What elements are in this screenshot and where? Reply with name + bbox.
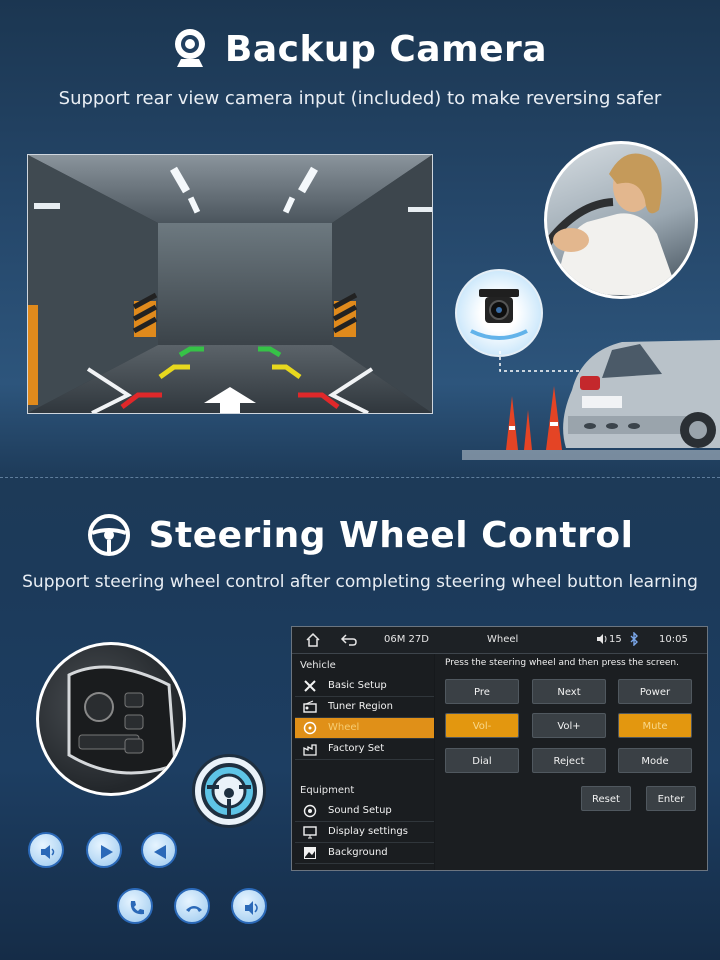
next-button[interactable]: Next: [532, 679, 606, 704]
driver-photo: [544, 141, 698, 299]
pre-button[interactable]: Pre: [445, 679, 519, 704]
steering-control-title: Steering Wheel Control: [148, 514, 634, 556]
voice-icon: [245, 901, 258, 915]
steering-control-heading: Steering Wheel Control: [0, 508, 720, 562]
bluetooth-icon: [630, 632, 638, 646]
screen-title: Wheel: [487, 634, 519, 645]
image-icon: [304, 847, 316, 859]
backup-camera-subtitle: Support rear view camera input (included…: [58, 88, 662, 109]
volume-button[interactable]: [28, 832, 64, 868]
camera-connection-line: [499, 351, 646, 372]
dial-button[interactable]: Dial: [445, 748, 519, 773]
steering-wheel-icon: [201, 763, 257, 819]
sidebar-item-basic-setup[interactable]: Basic Setup: [295, 676, 434, 697]
phone-hangup-button[interactable]: [174, 888, 210, 924]
reset-button[interactable]: Reset: [581, 786, 631, 811]
sidebar-item-factory-set[interactable]: Factory Set: [295, 739, 434, 760]
radio-icon: [303, 700, 317, 713]
head-unit-screen: 06M 27D Wheel 15 10:05 Vehicle Basic Set…: [291, 626, 708, 871]
steering-wheel-badge: [192, 754, 266, 828]
instruction-text: Press the steering wheel and then press …: [445, 658, 679, 668]
back-icon[interactable]: [340, 632, 358, 648]
steering-buttons-photo: [36, 642, 186, 796]
sidebar-item-sound-setup[interactable]: Sound Setup: [295, 801, 434, 822]
steering-control-subtitle: Support steering wheel control after com…: [22, 572, 698, 592]
previous-icon: [154, 845, 166, 859]
home-icon[interactable]: [305, 632, 321, 648]
reject-button[interactable]: Reject: [532, 748, 606, 773]
camera-icon: [174, 29, 205, 67]
sidebar-item-background[interactable]: Background: [295, 843, 434, 864]
equipment-category: Equipment: [300, 785, 355, 796]
backup-camera-device: [455, 269, 543, 357]
speaker-icon: [303, 804, 317, 818]
vol-up-button[interactable]: Vol+: [532, 713, 606, 738]
phone-answer-icon: [130, 901, 144, 915]
display-icon: [303, 826, 317, 839]
play-button[interactable]: [86, 832, 122, 868]
rear-camera-view: [27, 154, 433, 414]
section-divider: [0, 477, 720, 478]
voice-button[interactable]: [231, 888, 267, 924]
clock: 10:05: [659, 634, 688, 645]
wheel-learning-panel: Press the steering wheel and then press …: [435, 654, 707, 870]
mode-button[interactable]: Mode: [618, 748, 692, 773]
sidebar-item-display-settings[interactable]: Display settings: [295, 822, 434, 843]
settings-sidebar: Vehicle Basic Setup Tuner Region Wheel F…: [292, 654, 434, 870]
power-button[interactable]: Power: [618, 679, 692, 704]
backup-camera-heading: Backup Camera: [0, 22, 720, 76]
steering-wheel-icon: [303, 721, 317, 735]
volume-level: 15: [609, 634, 622, 645]
enter-button[interactable]: Enter: [646, 786, 696, 811]
play-icon: [101, 845, 113, 859]
sidebar-item-wheel[interactable]: Wheel: [295, 718, 434, 739]
backup-camera-title: Backup Camera: [224, 28, 548, 70]
phone-answer-button[interactable]: [117, 888, 153, 924]
date-label: 06M 27D: [384, 634, 429, 645]
steering-wheel-icon: [87, 514, 130, 556]
status-bar: 06M 27D Wheel 15 10:05: [292, 627, 707, 654]
car-rear-illustration: [462, 340, 720, 460]
previous-button[interactable]: [141, 832, 177, 868]
sidebar-item-tuner-region[interactable]: Tuner Region: [295, 697, 434, 718]
phone-hangup-icon: [186, 906, 202, 912]
tools-icon: [304, 680, 316, 692]
vol-down-button[interactable]: Vol-: [445, 713, 519, 738]
factory-icon: [303, 744, 317, 756]
mute-button[interactable]: Mute: [618, 713, 692, 738]
vehicle-category: Vehicle: [300, 660, 336, 671]
volume-icon: [41, 845, 55, 859]
volume-icon: [597, 634, 607, 644]
